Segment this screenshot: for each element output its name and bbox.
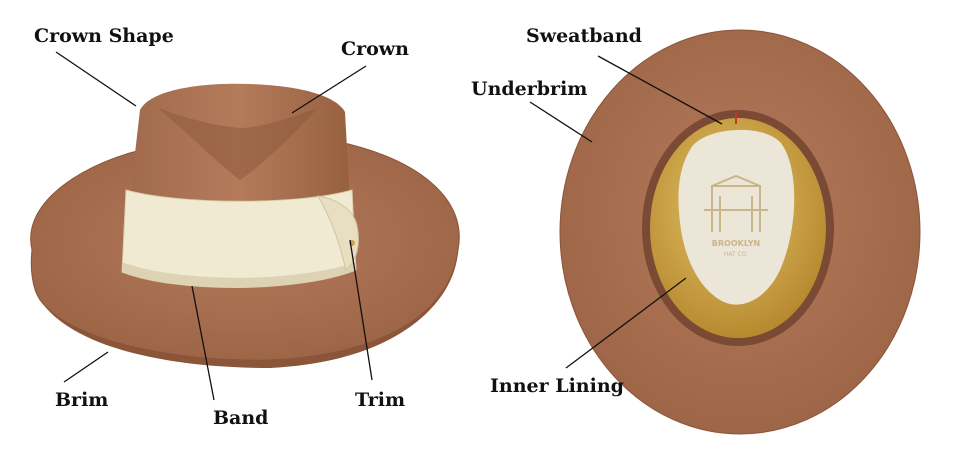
label-band: Band [213,407,269,429]
leader-sweatband [597,55,723,125]
label-crown-shape: Crown Shape [34,25,174,47]
crown-pinch [158,108,318,180]
leader-inner-lining [565,277,687,369]
label-inner-lining: Inner Lining [490,375,624,397]
fedora-front-view [30,83,460,368]
label-crown: Crown [341,38,409,60]
label-brim: Brim [55,389,109,411]
leader-lines [55,51,723,401]
leader-brim [63,351,109,383]
lining-panel [678,129,795,305]
leader-band [191,285,215,401]
logo-line2: HAT CO. [724,251,748,258]
leader-crown [291,65,367,114]
band-shadow [122,262,356,288]
label-trim: Trim [355,389,406,411]
label-underbrim: Underbrim [471,78,588,100]
bridge-logo [704,174,768,232]
band-bow [317,195,359,271]
logo-line1: BROOKLYN [712,239,760,248]
leader-trim [349,239,373,381]
leader-underbrim [529,101,593,143]
leader-crown-shape [55,51,137,107]
fedora-inside-view: BROOKLYN HAT CO. [559,29,921,435]
label-sweatband: Sweatband [526,25,642,47]
